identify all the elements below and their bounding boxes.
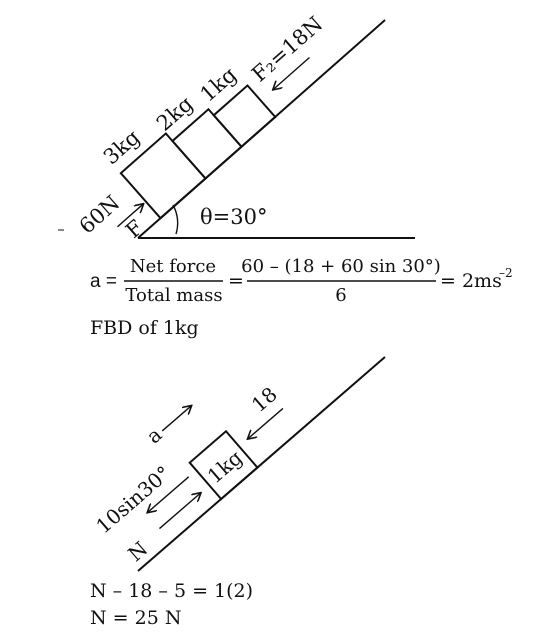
fbd-accel-label: a [142,422,167,448]
eq-rhs: = 2ms [440,270,502,292]
top-incline-diagram: 3kg 2kg 1kg F₂=18N 60N F θ=30° [75,12,415,243]
eq-frac2-numerator: 60 – (18 + 60 sin 30°) [241,256,441,277]
angle-label: θ=30° [200,205,267,229]
result-line-2: N = 25 N [90,607,181,629]
angle-arc [172,204,179,235]
fbd-18-arrow [248,407,284,438]
fbd-title: FBD of 1kg [90,317,199,339]
fbd-block-1kg [188,429,259,501]
mass-label-1kg: 1kg [196,62,242,106]
eq-rhs-exponent: –2 [499,266,513,280]
eq-frac2-denominator: 6 [335,285,346,306]
fbd-18-label: 18 [247,382,282,417]
f-arrow [116,204,143,228]
eq-equals: = [228,270,244,292]
mass-label-2kg: 2kg [152,92,198,136]
fbd-accel-arrow [161,406,191,432]
fbd-diagram: 1kg 18 a 10sin30° N [91,356,386,572]
eq-frac1-denominator: Total mass [125,285,222,306]
eq-lhs: a = [90,271,117,292]
mass-label-3kg: 3kg [99,125,145,169]
eq-frac1-numerator: Net force [130,256,216,277]
fbd-gravity-arrow [148,476,190,512]
block-1kg [212,84,277,149]
force-60n-label: 60N [75,191,125,239]
acceleration-equation: a = Net force Total mass = 60 – (18 + 60… [90,256,513,306]
fbd-normal-arrow [159,493,200,530]
f2-arrow [273,56,310,89]
f2-label: F₂=18N [247,12,327,87]
fbd-incline-line [137,356,386,572]
result-line-1: N – 18 – 5 = 1(2) [90,580,253,602]
fbd-rotated-group: 1kg 18 a 10sin30° N [91,382,284,566]
